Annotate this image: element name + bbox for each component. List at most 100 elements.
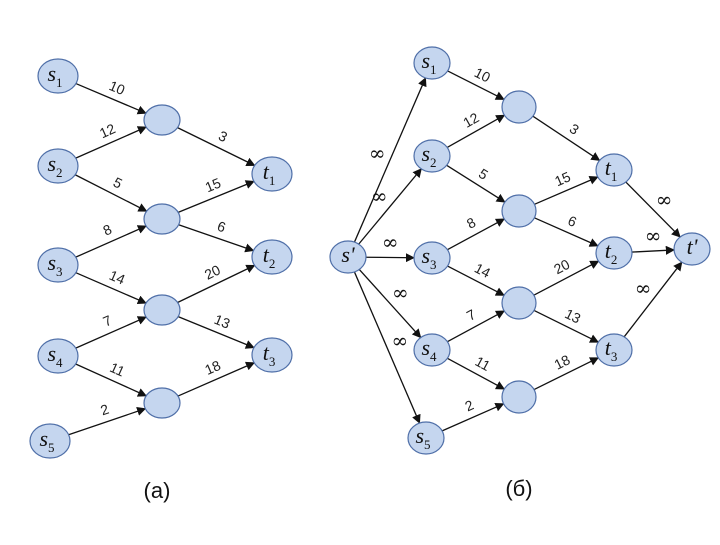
- node-subscript-s1: 1: [56, 75, 63, 90]
- edge-label-t2-tp: ∞: [645, 223, 662, 247]
- edge-label-m4-t3: 18: [202, 357, 223, 378]
- node-m2: [143, 203, 181, 235]
- node-sp: [329, 240, 367, 274]
- edge-s3-m3: [75, 272, 147, 305]
- edge-label-s5-m4: 2: [98, 401, 111, 419]
- edge-label-m2-t1: 15: [203, 174, 224, 195]
- node-label-t3: t3: [263, 340, 276, 369]
- edge-label-sp-s2: ∞: [371, 184, 388, 208]
- node-subscript-t3: 3: [269, 354, 276, 369]
- edge-m1-t1: [177, 127, 256, 167]
- node-subscript-s5: 5: [424, 437, 431, 452]
- edge-label-s4-m4: 11: [473, 353, 494, 374]
- node-name-s1: s: [47, 61, 56, 86]
- edge-label-s1-m1: 10: [107, 77, 128, 98]
- node-name-t2: t: [605, 238, 612, 263]
- edge-label-s2-m1: 12: [97, 120, 118, 141]
- node-m4: [501, 380, 537, 414]
- edge-label-s3-m2: 8: [464, 214, 479, 232]
- edge-label-s2-m1: 12: [460, 109, 482, 131]
- edge-s2-m2: [74, 174, 148, 212]
- edge-label-sp-s4: ∞: [392, 281, 409, 305]
- node-t1: [251, 156, 293, 192]
- edge-label-t1-tp: ∞: [656, 187, 673, 211]
- node-label-s3: s3: [47, 250, 62, 279]
- edge-m3-t2: [533, 260, 600, 296]
- node-label-s4: s4: [421, 335, 437, 364]
- node-s4: [413, 333, 451, 367]
- node-label-s1: s1: [47, 61, 62, 90]
- node-name-s4: s: [47, 341, 56, 366]
- edge-label-s4-m4: 11: [107, 359, 127, 380]
- node-subscript-s2: 2: [430, 155, 437, 170]
- node-s2: [37, 148, 79, 184]
- node-name-s3: s: [47, 250, 56, 275]
- edge-label-s3-m2: 8: [101, 221, 115, 239]
- node-label-s5: s5: [39, 426, 54, 455]
- edge-s4-m3: [447, 310, 506, 343]
- node-m1: [143, 104, 181, 136]
- edge-m2-t2: [178, 224, 255, 253]
- edge-label-s4-m3: 7: [464, 306, 479, 324]
- node-subscript-s5: 5: [48, 440, 55, 455]
- node-t1: [595, 153, 633, 187]
- edge-m3-t2: [177, 264, 256, 304]
- edge-label-m3-t2: 20: [551, 256, 572, 278]
- node-label-s2: s2: [47, 151, 62, 180]
- edge-s2-m2: [446, 164, 506, 203]
- edge-sp-s2: [358, 168, 422, 245]
- node-m3: [501, 286, 537, 320]
- node-label-s2: s2: [421, 141, 436, 170]
- node-subscript-t1: 1: [611, 169, 618, 184]
- edge-label-t3-tp: ∞: [635, 276, 652, 300]
- edge-sp-s5: [353, 271, 421, 424]
- edge-s2-m1: [75, 126, 147, 159]
- edge-label-sp-s3: ∞: [382, 230, 399, 254]
- edge-label-sp-s5: ∞: [392, 328, 409, 352]
- node-s5: [29, 423, 71, 459]
- edge-label-sp-s1: ∞: [369, 141, 386, 165]
- node-s3: [413, 241, 451, 275]
- node-s1: [413, 46, 451, 80]
- node-name-s1: s: [421, 48, 430, 73]
- node-subscript-t3: 3: [611, 349, 618, 364]
- edge-sp-s3: [365, 253, 415, 263]
- node-label-t2: t2: [605, 238, 618, 267]
- node-subscript-s4: 4: [56, 355, 63, 370]
- edge-m3-t3: [177, 316, 255, 349]
- node-s1: [37, 58, 79, 94]
- node-s3: [37, 247, 79, 283]
- edge-s1-m1: [75, 82, 147, 115]
- node-name-t1: t: [605, 155, 612, 180]
- edge-label-m2-t2: 6: [215, 218, 228, 236]
- node-subscript-s2: 2: [56, 165, 63, 180]
- node-t3: [251, 337, 293, 373]
- edge-m2-t2: [534, 217, 599, 247]
- edge-label-m1-t1: 3: [567, 120, 583, 138]
- node-label-s1: s1: [421, 48, 436, 77]
- edge-t1-tp: [625, 181, 681, 238]
- node-label-t1: t1: [263, 159, 276, 188]
- edge-t2-tp: [631, 245, 675, 255]
- caption-b: (б): [505, 476, 532, 501]
- edge-label-m3-t2: 20: [202, 261, 223, 282]
- node-subscript-s3: 3: [430, 257, 437, 272]
- node-name-s3: s: [421, 243, 430, 268]
- node-name-s5: s: [415, 423, 424, 448]
- node-s4: [37, 338, 79, 374]
- edge-label-s1-m1: 10: [472, 64, 493, 85]
- edge-s4-m3: [75, 316, 147, 349]
- node-label-t2: t2: [263, 242, 276, 271]
- edge-label-m2-t1: 15: [552, 168, 573, 189]
- edge-m2-t1: [534, 176, 599, 205]
- edge-s3-m2: [75, 225, 147, 258]
- node-m4: [143, 387, 181, 419]
- node-name-tp: t': [687, 234, 698, 259]
- edge-label-m3-t3: 13: [562, 305, 583, 326]
- edge-m3-t3: [533, 309, 600, 343]
- node-label-s4: s4: [47, 341, 63, 370]
- node-label-sp: s': [341, 242, 355, 267]
- node-m1: [501, 90, 537, 124]
- node-t2: [595, 236, 633, 270]
